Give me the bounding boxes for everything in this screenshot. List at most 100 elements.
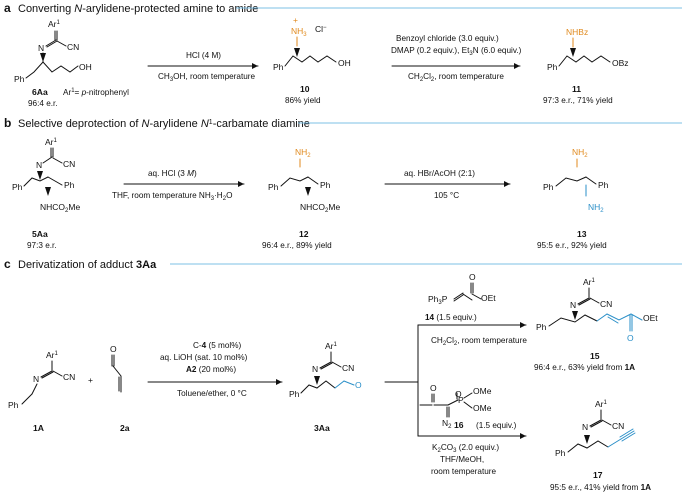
svg-text:OH: OH [338, 58, 351, 68]
svg-text:N: N [36, 160, 42, 170]
svg-text:NH2: NH2 [572, 147, 588, 159]
svg-text:NHCO2Me: NHCO2Me [300, 202, 340, 214]
compound-11-label: 11 [572, 84, 581, 94]
condition-b1-1: aq. HCl (3 M) [148, 169, 197, 178]
svg-text:Ph: Ph [543, 182, 554, 192]
compound-10-yield: 86% yield [285, 96, 321, 105]
svg-text:O: O [627, 333, 634, 343]
condition-c-bottom-1: (1.5 equiv.) [476, 421, 517, 430]
svg-text:OEt: OEt [481, 293, 496, 303]
compound-6Aa-er: 96:4 e.r. [28, 99, 58, 108]
compound-15-structure: Ar1 N CN Ph O OEt [536, 277, 658, 343]
svg-text:CN: CN [600, 299, 612, 309]
svg-text:Ar1: Ar1 [48, 19, 61, 29]
compound-11-structure: NHBz Ph OBz [547, 27, 629, 72]
arrow-b2-head [504, 181, 510, 187]
svg-text:N: N [570, 300, 576, 310]
svg-text:Ph: Ph [12, 182, 23, 192]
compound-17-structure: Ar1 N CN Ph [555, 399, 636, 458]
svg-text:Ph: Ph [536, 322, 547, 332]
svg-text:Ar1: Ar1 [46, 350, 59, 360]
svg-text:CN: CN [67, 42, 79, 52]
condition-a1-2: CH3OH, room temperature [158, 72, 256, 83]
svg-text:Ar1: Ar1 [583, 277, 596, 287]
compound-15-label: 15 [590, 351, 600, 361]
compound-13-er: 95:5 e.r., 92% yield [537, 241, 607, 250]
svg-text:O: O [469, 272, 476, 282]
compound-17-er: 95:5 e.r., 41% yield from 1A [550, 483, 651, 492]
compound-10-structure: + NH3 Cl− Ph OH [273, 15, 351, 72]
compound-14-structure: Ph3P O OEt [428, 272, 496, 306]
section-a-title: Converting N-arylidene-protected amine t… [18, 3, 258, 15]
svg-text:OMe: OMe [473, 386, 492, 396]
compound-2a-structure: O [110, 344, 122, 393]
svg-text:O: O [430, 383, 437, 393]
svg-text:N: N [33, 374, 39, 384]
section-b-title: Selective deprotection of N-arylidene N1… [18, 118, 310, 130]
compound-11-er: 97:3 e.r., 71% yield [543, 96, 613, 105]
svg-text:P: P [458, 395, 464, 405]
svg-text:OEt: OEt [643, 313, 658, 323]
svg-text:Ph: Ph [8, 400, 19, 410]
section-c: c Derivatization of adduct 3Aa Ar1 N CN … [4, 257, 682, 492]
svg-text:N: N [582, 422, 588, 432]
compound-3Aa-label: 3Aa [314, 423, 330, 433]
svg-text:Ar1: Ar1 [595, 399, 608, 409]
condition-b1-2: THF, room temperature NH3·H2O [112, 191, 232, 202]
svg-text:OBz: OBz [612, 58, 629, 68]
compound-13-label: 13 [577, 229, 587, 239]
compound-16-structure: O N2 O P OMe OMe [419, 383, 492, 430]
svg-text:CN: CN [63, 372, 75, 382]
compound-12-er: 96:4 e.r., 89% yield [262, 241, 332, 250]
section-a: a Converting N-arylidene-protected amine… [4, 1, 682, 108]
svg-text:Ph3P: Ph3P [428, 294, 448, 306]
condition-a2-2: DMAP (0.2 equiv.), Et3N (6.0 equiv.) [391, 46, 522, 57]
section-a-letter: a [4, 1, 11, 15]
svg-text:Ph: Ph [289, 389, 300, 399]
condition-c-3: A2 (20 mol%) [186, 365, 236, 374]
condition-c-bottom-4: room temperature [431, 467, 497, 476]
section-c-letter: c [4, 257, 11, 271]
arrow-b1-head [238, 181, 244, 187]
compound-12-label: 12 [299, 229, 309, 239]
condition-c-bottom-2: K2CO3 (2.0 equiv.) [432, 443, 499, 454]
svg-text:Ph: Ph [273, 62, 284, 72]
svg-text:NH3: NH3 [291, 26, 307, 38]
svg-text:Ar1: Ar1 [325, 341, 338, 351]
condition-c-2: aq. LiOH (sat. 10 mol%) [160, 353, 248, 362]
svg-text:O: O [110, 344, 117, 354]
compound-13-structure: NH2 Ph Ph NH2 [543, 147, 609, 214]
condition-a1-1: HCl (4 M) [186, 51, 221, 60]
svg-text:NH2: NH2 [295, 147, 311, 159]
svg-text:N2: N2 [442, 418, 452, 430]
svg-text:NH2: NH2 [588, 202, 604, 214]
condition-b2-2: 105 °C [434, 191, 459, 200]
svg-text:Ph: Ph [14, 74, 25, 84]
svg-text:O: O [455, 389, 462, 399]
compound-6Aa-aryl-note: Ar1= p-nitrophenyl [63, 88, 129, 97]
svg-text:Cl−: Cl− [315, 24, 327, 34]
compound-5Aa-structure: Ar1 N CN Ph Ph NHCO2Me [12, 137, 80, 214]
arrow-c-top-head [520, 322, 526, 328]
svg-text:Ph: Ph [547, 62, 558, 72]
svg-text:+: + [293, 15, 298, 25]
condition-c-top-2: CH2Cl2, room temperature [431, 336, 527, 347]
condition-b2-1: aq. HBr/AcOH (2:1) [404, 169, 475, 178]
condition-a2-3: CH2Cl2, room temperature [408, 72, 504, 83]
compound-10-label: 10 [300, 84, 310, 94]
svg-text:OMe: OMe [473, 403, 492, 413]
condition-c-top-1: 14 (1.5 equiv.) [425, 313, 477, 322]
section-b: b Selective deprotection of N-arylidene … [4, 116, 682, 250]
compound-5Aa-label: 5Aa [32, 229, 48, 239]
svg-text:N: N [38, 43, 44, 53]
compound-12-structure: NH2 Ph Ph NHCO2Me [268, 147, 340, 214]
section-b-letter: b [4, 116, 11, 130]
arrow-c-bottom-head [520, 433, 526, 439]
compound-17-label: 17 [593, 470, 603, 480]
svg-text:NHCO2Me: NHCO2Me [40, 202, 80, 214]
condition-c-4: Toluene/ether, 0 °C [177, 389, 247, 398]
svg-text:Ph: Ph [555, 448, 566, 458]
arrow-a1-head [252, 63, 258, 69]
compound-6Aa-structure: Ar1 N CN Ph OH [14, 19, 92, 84]
